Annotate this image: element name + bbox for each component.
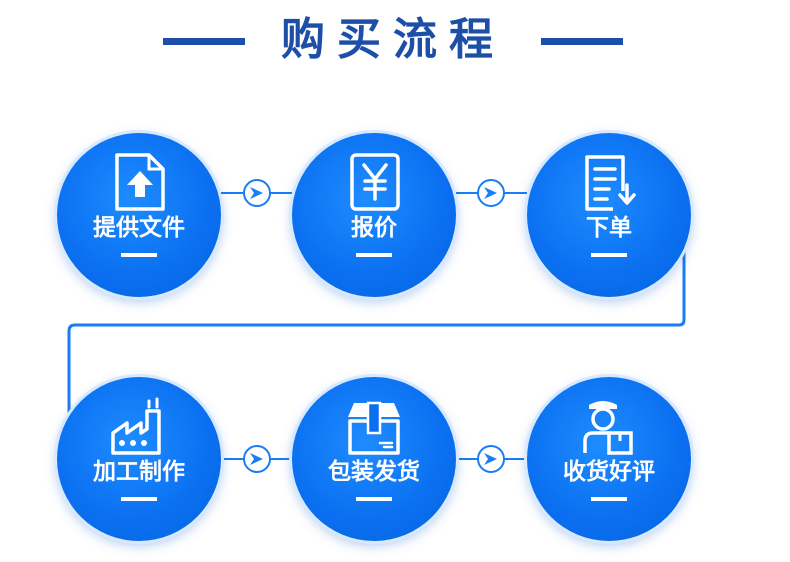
step-underline [121, 497, 157, 501]
step-underline [356, 497, 392, 501]
step-place-order[interactable]: 下单 [527, 133, 691, 297]
page-title: 购买流程 [281, 14, 505, 65]
step-quote[interactable]: 报价 [292, 133, 456, 297]
file-upload-icon [115, 153, 165, 211]
title-right-line [541, 38, 623, 45]
step-provide-file[interactable]: 提供文件 [57, 133, 221, 297]
step-label: 加工制作 [93, 459, 185, 485]
order-download-icon [585, 155, 636, 211]
step-underline [591, 253, 627, 257]
step-receive-review[interactable]: 收货好评 [527, 377, 691, 541]
factory-icon [111, 397, 161, 455]
arrow-right-icon [477, 445, 505, 473]
title-left-line [163, 38, 245, 45]
yen-quote-icon [350, 153, 400, 211]
step-underline [356, 253, 392, 257]
page-header: 购买流程 [0, 0, 790, 80]
step-label: 包装发货 [328, 459, 420, 485]
arrow-right-icon [477, 179, 505, 207]
step-label: 报价 [351, 215, 397, 241]
flow-return-path [67, 248, 686, 420]
step-label: 提供文件 [93, 215, 185, 241]
step-label: 收货好评 [563, 459, 655, 485]
step-processing[interactable]: 加工制作 [57, 377, 221, 541]
package-box-icon [348, 401, 400, 455]
arrow-right-icon [243, 445, 271, 473]
step-underline [121, 253, 157, 257]
step-pack-ship[interactable]: 包装发货 [292, 377, 456, 541]
courier-receive-icon [583, 401, 633, 455]
arrow-right-icon [243, 179, 271, 207]
step-underline [591, 497, 627, 501]
step-label: 下单 [586, 215, 632, 241]
